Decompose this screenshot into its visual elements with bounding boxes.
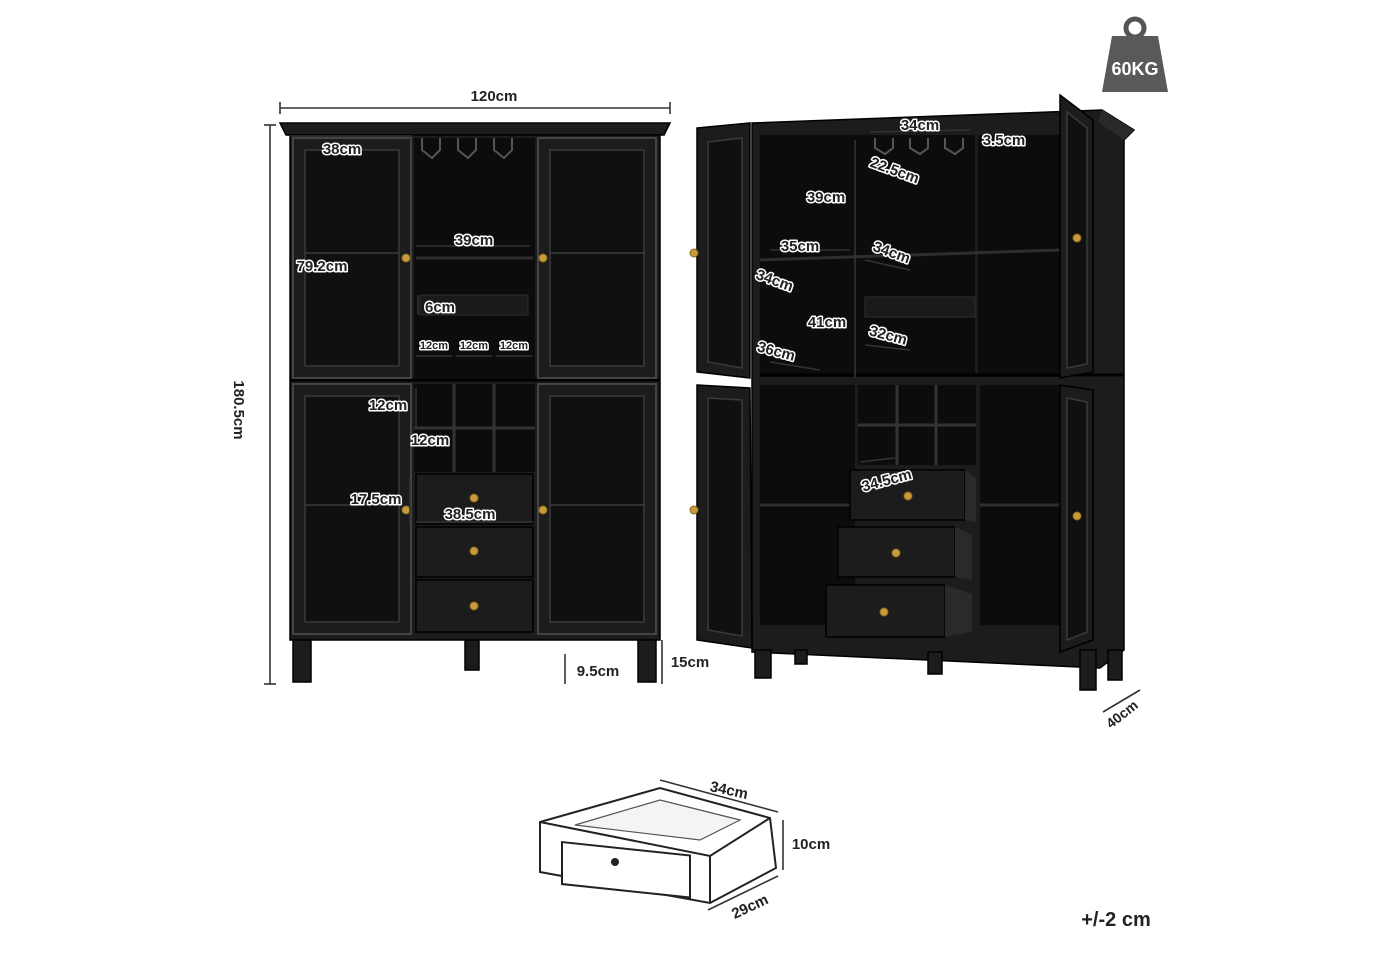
dim-cabinet-depth: 40cm	[1103, 697, 1141, 732]
dim-rack-width: 34cm	[901, 117, 939, 134]
lower-right-door	[537, 383, 657, 635]
open-dimension-lines	[769, 129, 1141, 713]
dim-rack-slot: 3.5cm	[983, 132, 1026, 149]
dim-slot-3: 12cm	[500, 340, 528, 352]
knob	[1072, 233, 1082, 243]
lower-left-door	[292, 383, 412, 635]
dim-upper-door-height: 79.2cm	[297, 258, 348, 275]
knob	[903, 491, 913, 501]
knob	[401, 505, 411, 515]
knob	[1072, 511, 1082, 521]
drawer-detail	[539, 779, 784, 911]
dim-leg-height: 9.5cm	[577, 663, 620, 680]
dim-side-width: 38cm	[323, 141, 361, 158]
knob	[879, 607, 889, 617]
weight-icon	[1102, 36, 1168, 92]
knob	[469, 546, 479, 556]
drawer-front-panel	[561, 840, 691, 899]
knob	[401, 253, 411, 263]
dim-center-shelf-width: 39cm	[455, 232, 493, 249]
front-dimension-labels: 120cm 180.5cm 38cm 79.2cm 39cm 6cm 12cm …	[229, 87, 711, 682]
open-view	[689, 93, 1136, 691]
upper-left-door	[292, 137, 412, 379]
dim-slot-1: 12cm	[420, 340, 448, 352]
front-leg-center	[464, 639, 480, 671]
front-dimension-lines	[264, 102, 671, 685]
dim-wine-cell-height: 12cm	[369, 397, 407, 414]
knob	[469, 601, 479, 611]
knob	[469, 493, 479, 503]
dim-total-height: 180.5cm	[230, 380, 247, 439]
knob	[538, 253, 548, 263]
dim-drawer-width: 38.5cm	[445, 506, 496, 523]
weight-badge: 60KG	[1102, 16, 1168, 92]
dim-drawer-detail-height: 10cm	[792, 836, 830, 853]
front-leg-right	[637, 639, 657, 683]
open-dimension-labels: 34cm 3.5cm 22.5cm 39cm 35cm 34cm 34cm 41…	[752, 116, 1142, 733]
dim-lower-shelf-height: 17.5cm	[351, 491, 402, 508]
open-glass-rack-icon	[874, 138, 964, 156]
tolerance-note: +/-2 cm	[1081, 909, 1150, 931]
weight-label: 60KG	[1111, 59, 1158, 79]
knob	[689, 505, 699, 515]
glass-rack-icon	[421, 138, 513, 160]
dim-total-width: 120cm	[471, 88, 518, 105]
knob	[689, 248, 699, 258]
dim-slot-2: 12cm	[460, 340, 488, 352]
knob	[891, 548, 901, 558]
front-view	[278, 122, 672, 683]
weight-handle-icon	[1123, 16, 1147, 40]
upper-right-door	[537, 137, 657, 379]
front-leg-left	[292, 639, 312, 683]
dim-lower-height: 41cm	[808, 314, 846, 331]
knob	[538, 505, 548, 515]
dim-rack-gap: 6cm	[425, 299, 455, 316]
dim-base-height: 15cm	[671, 654, 709, 671]
dim-drawer-detail-depth: 34cm	[708, 778, 749, 803]
drawer-2	[415, 526, 534, 578]
front-crown	[278, 122, 672, 136]
dim-wine-cell-width: 12cm	[411, 432, 449, 449]
drawer-knob	[611, 858, 619, 866]
dim-shelf-width: 35cm	[781, 238, 819, 255]
open-drawers	[825, 469, 976, 638]
dim-upper-height: 39cm	[807, 189, 845, 206]
